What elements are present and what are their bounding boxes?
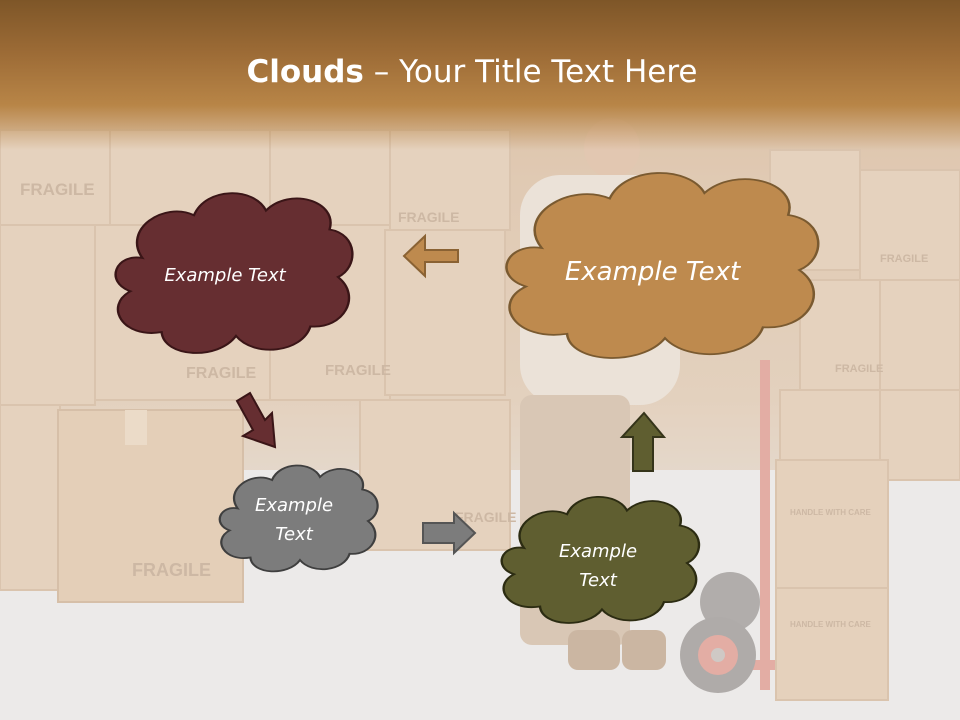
box-label: FRAGILE xyxy=(455,509,516,525)
box-label: FRAGILE xyxy=(325,362,391,379)
cart-box-top xyxy=(775,459,889,589)
slide-title[interactable]: Clouds – Your Title Text Here xyxy=(246,54,698,90)
arrow-down-right-icon[interactable] xyxy=(235,391,277,449)
cloud-gray-text: Example Text xyxy=(254,495,334,545)
front-box xyxy=(57,409,244,603)
box-label: HANDLE WITH CARE xyxy=(790,620,872,629)
cloud-olive-text: Example Text xyxy=(558,541,638,591)
arrow-left-icon[interactable] xyxy=(402,233,459,279)
box-label: FRAGILE xyxy=(186,365,257,382)
box-label: FRAGILE xyxy=(132,560,211,580)
arrow-up-icon[interactable] xyxy=(619,411,667,472)
arrow-right-icon[interactable] xyxy=(422,510,477,556)
box-label: FRAGILE xyxy=(835,363,883,375)
cloud-maroon-text: Example Text xyxy=(164,265,286,286)
box-label: FRAGILE xyxy=(398,209,459,225)
cloud-tan-text: Example Text xyxy=(564,257,741,287)
hand-truck xyxy=(680,360,780,693)
box-label: FRAGILE xyxy=(20,180,95,199)
box-label: FRAGILE xyxy=(880,253,928,265)
title-band xyxy=(0,0,960,150)
cart-box-bottom xyxy=(775,587,889,701)
box-label: HANDLE WITH CARE xyxy=(790,508,872,517)
